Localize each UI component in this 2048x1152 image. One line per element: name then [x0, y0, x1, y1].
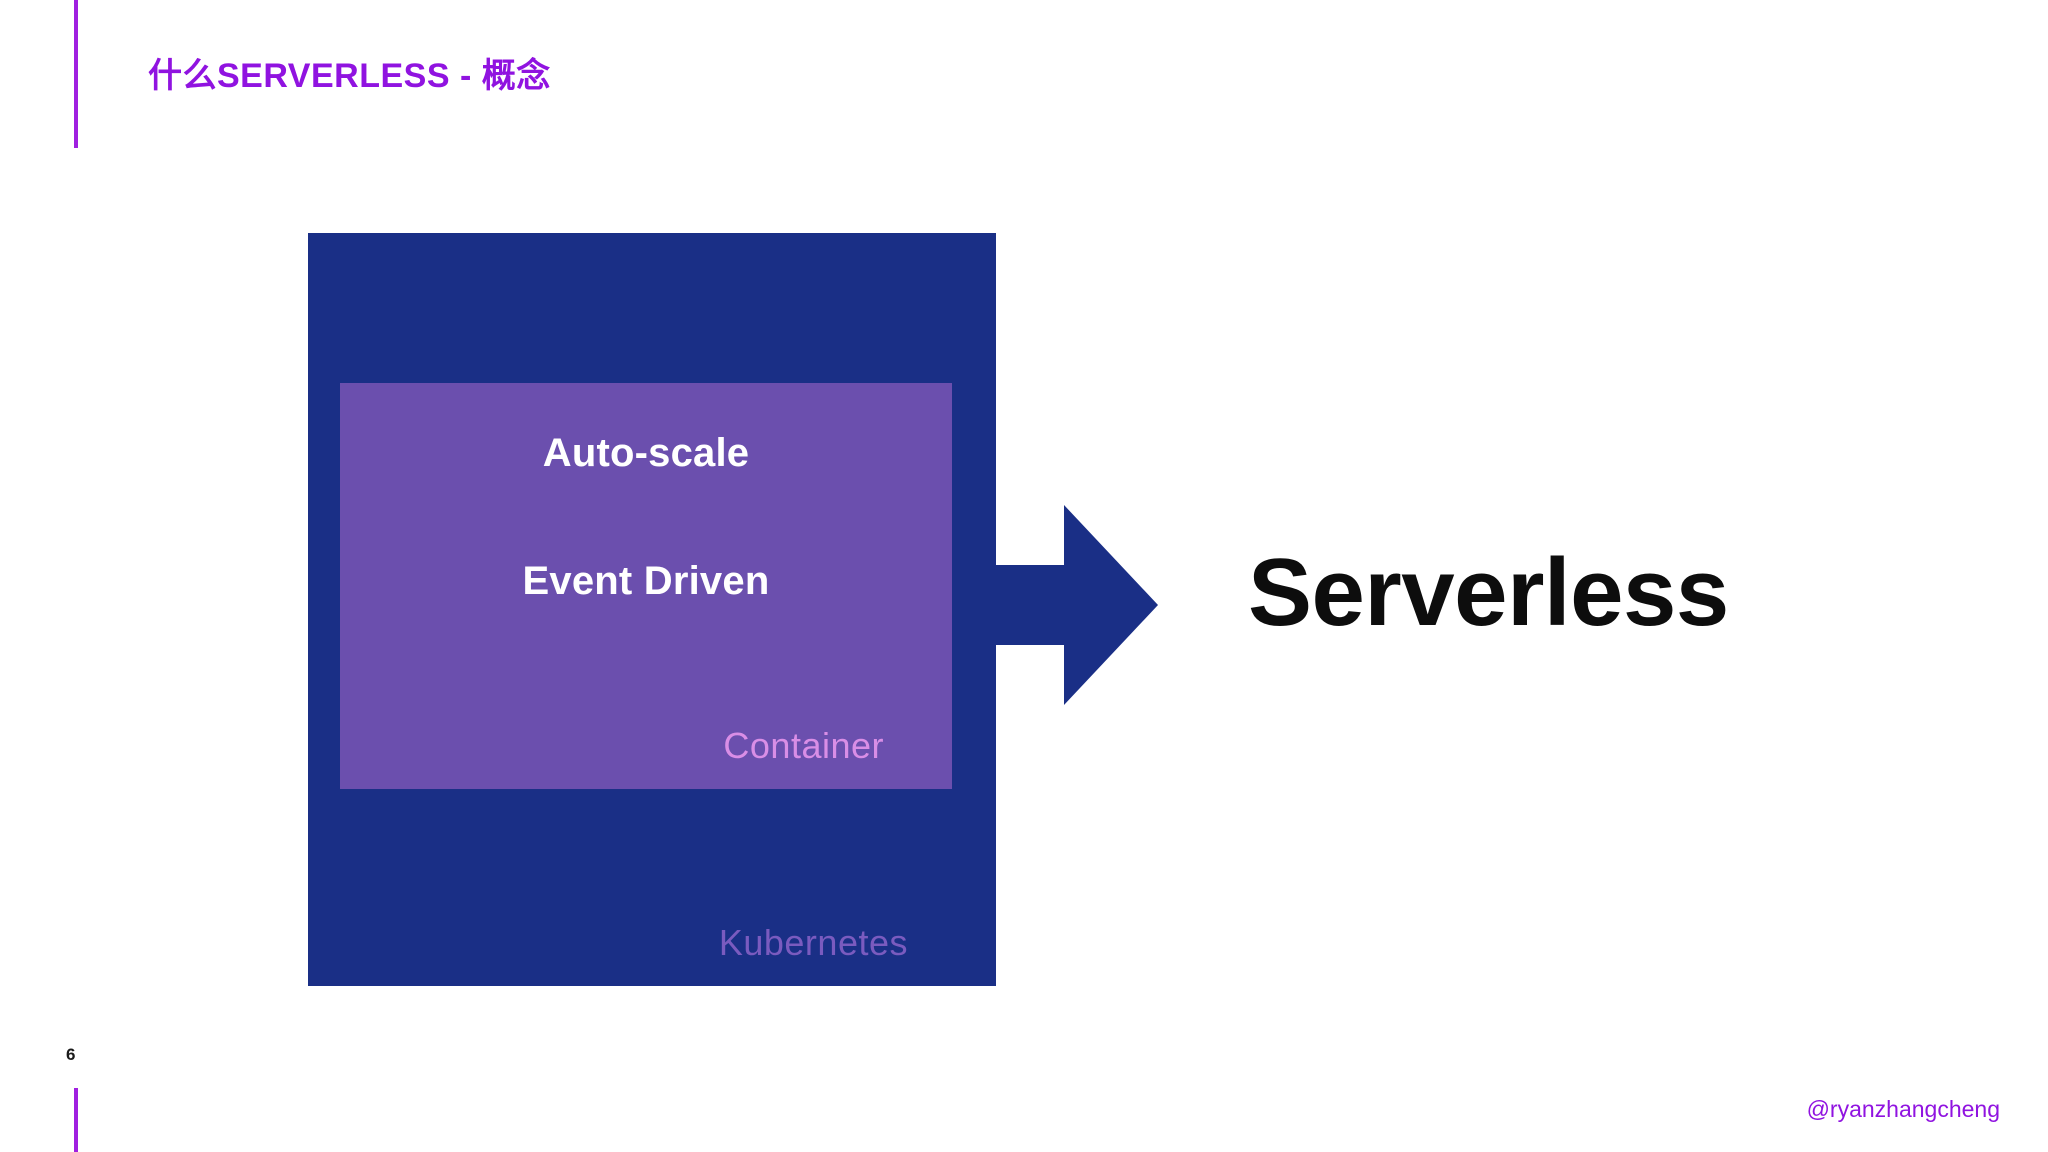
container-box: Auto-scale Event Driven Container	[340, 383, 952, 789]
page-title: 什么SERVERLESS - 概念	[148, 57, 551, 95]
accent-bar-top	[74, 0, 78, 148]
kubernetes-box: Auto-scale Event Driven Container Kubern…	[308, 233, 996, 986]
container-box-label: Container	[723, 725, 884, 766]
author-handle: @ryanzhangcheng	[1806, 1096, 2000, 1122]
accent-bar-bottom	[74, 1088, 78, 1152]
feature-list: Auto-scale Event Driven	[340, 433, 952, 601]
feature-auto-scale: Auto-scale	[542, 431, 750, 475]
kubernetes-box-label: Kubernetes	[718, 922, 908, 963]
result-label-serverless: Serverless	[1248, 539, 1729, 646]
page-number: 6	[66, 1045, 76, 1064]
feature-event-driven: Event Driven	[522, 559, 770, 603]
right-block-arrow-icon	[978, 505, 1158, 705]
